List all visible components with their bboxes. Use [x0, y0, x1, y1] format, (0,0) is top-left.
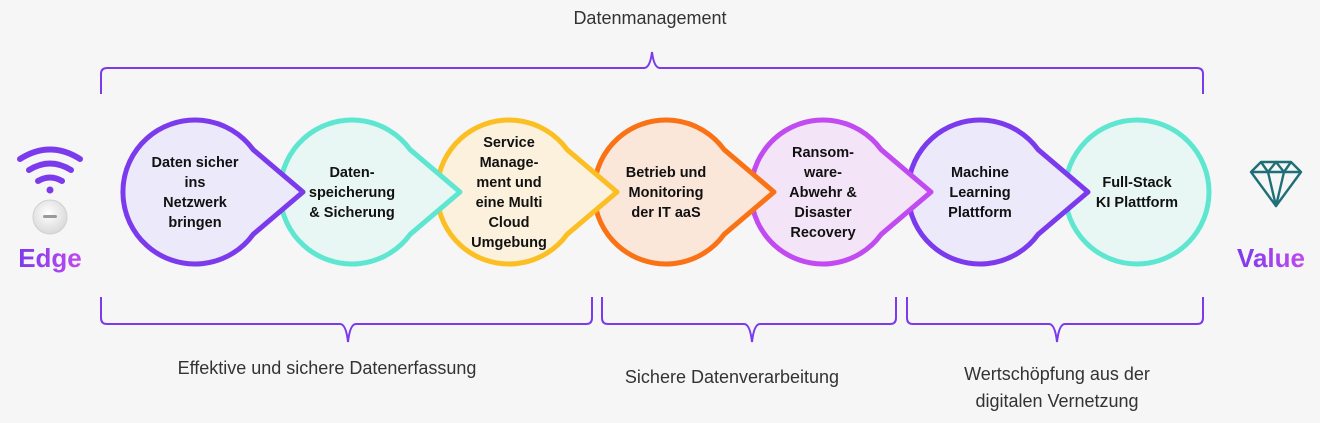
- value-label: Value: [1237, 243, 1305, 273]
- stage-6-text-line: Plattform: [948, 205, 1012, 221]
- stage-5-text-line: ware-: [803, 165, 842, 181]
- bracket-left: [100, 297, 593, 343]
- stage-3-text-line: Manage-: [480, 155, 539, 171]
- stage-4-text-line: der IT aaS: [631, 205, 701, 221]
- group-label-value-line-1: Wertschöpfung aus der: [964, 364, 1150, 384]
- stage-7-text-line: Full-Stack: [1102, 175, 1172, 191]
- top-label: Datenmanagement: [573, 8, 726, 28]
- stage-2-text-line: Daten-: [329, 165, 374, 181]
- stage-node-7: Full-Stack KI Plattform: [1062, 117, 1212, 267]
- stage-nodes: Full-Stack KI Plattform MachineLearningPla…: [120, 117, 1212, 267]
- stage-6-text-line: Machine: [951, 165, 1009, 181]
- stage-3-text-line: Umgebung: [471, 235, 547, 251]
- stage-5-text-line: Recovery: [790, 225, 855, 241]
- wifi-access-point-icon: [17, 146, 83, 235]
- stage-1-text-line: ins: [185, 175, 206, 191]
- stage-2-text-line: speicherung: [309, 185, 395, 201]
- stage-3-text-line: ment und: [476, 175, 541, 191]
- group-label-capture: Effektive und sichere Datenerfassung: [178, 358, 477, 378]
- stage-4-text-line: Betrieb und: [626, 165, 707, 181]
- stage-3-text-line: eine Multi: [476, 195, 543, 211]
- stage-6-text-line: Learning: [949, 185, 1010, 201]
- stage-3-text-line: Cloud: [488, 215, 529, 231]
- bracket-right: [906, 297, 1204, 343]
- stage-shape-1: [120, 117, 306, 267]
- stage-5-text-line: Abwehr &: [789, 185, 857, 201]
- stage-5-text-line: Disaster: [794, 205, 852, 221]
- bracket-middle: [601, 297, 897, 343]
- stage-4-text-line: Monitoring: [629, 185, 704, 201]
- group-label-processing: Sichere Datenverarbeitung: [625, 367, 839, 387]
- stage-1-text-line: bringen: [168, 215, 221, 231]
- stage-1-text-line: Daten sicher: [151, 155, 238, 171]
- stage-node-2: Daten-speicherung & Sicherung: [277, 117, 463, 267]
- stage-7-text-line: KI Plattform: [1096, 195, 1178, 211]
- diamond-icon: [1249, 160, 1303, 208]
- top-bracket: [100, 51, 1204, 94]
- bottom-brackets: [100, 297, 1204, 343]
- stage-2-text-line: & Sicherung: [309, 205, 394, 221]
- edge-label: Edge: [18, 243, 82, 273]
- stage-5-text-line: Ransom-: [792, 145, 854, 161]
- stage-1-text-line: Netzwerk: [163, 195, 228, 211]
- stage-3-text-line: Service: [483, 135, 535, 151]
- group-label-value-line-2: digitalen Vernetzung: [975, 391, 1138, 411]
